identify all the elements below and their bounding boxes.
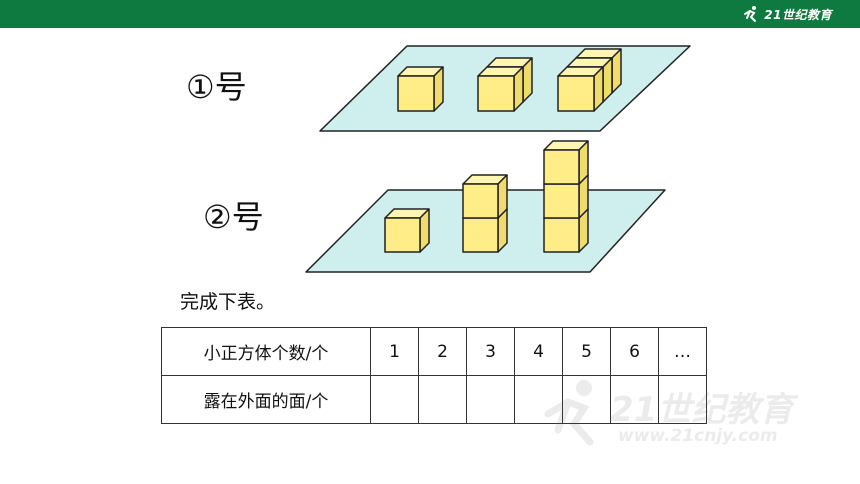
cube-side-face	[593, 66, 604, 112]
count-cell: 3	[466, 327, 515, 376]
answer-cell[interactable]	[370, 375, 419, 424]
cube-side-face	[513, 66, 524, 112]
count-cell: 6	[610, 327, 659, 376]
cube-front-face	[543, 217, 580, 253]
cube-front-face	[543, 183, 580, 219]
answer-cell[interactable]	[658, 375, 707, 424]
cube-front-face	[543, 149, 580, 185]
figure-label-2: ②号	[203, 198, 264, 236]
answer-table: 小正方体个数/个 1 2 3 4 5 6 … 露在外面的面/个	[161, 327, 707, 424]
answer-cell[interactable]	[514, 375, 563, 424]
header-bar: 21世纪教育	[0, 0, 860, 28]
answer-cell[interactable]	[562, 375, 611, 424]
cube-side-face	[522, 57, 533, 103]
row-header-count: 小正方体个数/个	[161, 327, 371, 376]
count-cell: …	[658, 327, 707, 376]
cube-front-face	[462, 183, 499, 219]
cube-side-face	[602, 57, 613, 103]
cubes-arrangement-2	[384, 140, 589, 253]
count-cell: 5	[562, 327, 611, 376]
count-cell: 4	[514, 327, 563, 376]
cube-front-face	[397, 75, 435, 112]
table-row: 小正方体个数/个 1 2 3 4 5 6 …	[161, 327, 707, 376]
count-cell: 1	[370, 327, 419, 376]
figure-label-1: ①号	[186, 68, 247, 106]
brand-text: 21世纪教育	[764, 7, 832, 22]
table-row: 露在外面的面/个	[161, 375, 707, 424]
cube-side-face	[433, 66, 444, 112]
instruction-text: 完成下表。	[180, 291, 276, 313]
answer-cell[interactable]	[418, 375, 467, 424]
cubes-arrangement-1	[397, 48, 622, 112]
answer-cell[interactable]	[466, 375, 515, 424]
cube-front-face	[477, 75, 515, 112]
cube-side-face	[611, 48, 622, 94]
runner-icon	[744, 6, 757, 22]
answer-cell[interactable]	[610, 375, 659, 424]
cube-front-face	[384, 217, 421, 253]
cube-front-face	[557, 75, 595, 112]
count-cell: 2	[418, 327, 467, 376]
brand-logo: 21世纪教育	[742, 3, 832, 25]
cube-front-face	[462, 217, 499, 253]
row-header-faces: 露在外面的面/个	[161, 375, 371, 424]
